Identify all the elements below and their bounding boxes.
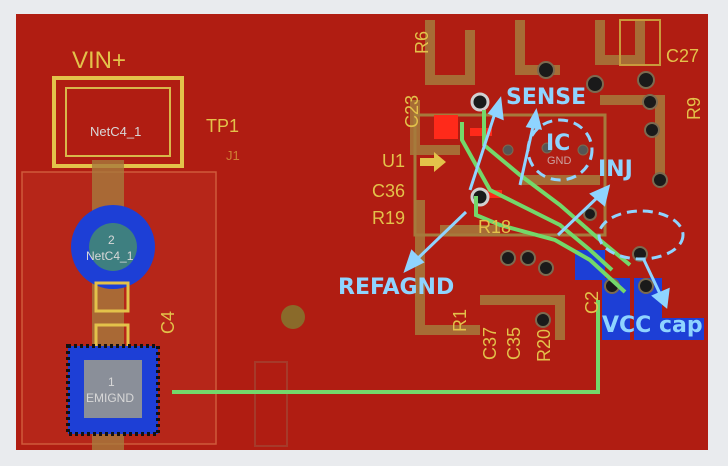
via [500, 250, 516, 266]
annotation-refagnd: REFAGND [338, 275, 454, 300]
annotation-ic: IC [546, 131, 570, 156]
annotation-inj: INJ [598, 157, 633, 182]
pad-label-emignd: EMIGND [86, 391, 134, 405]
via [637, 71, 655, 89]
pad-label-netc4-mid: NetC4_1 [86, 249, 134, 263]
arrowhead [589, 184, 611, 207]
pad-label-gnd: GND [547, 155, 572, 167]
silk-r18: R18 [478, 217, 511, 237]
c4-silk-mark-top [94, 281, 130, 313]
trace-sense [460, 122, 614, 272]
pad-label-netc4-top: NetC4_1 [90, 124, 141, 139]
via [541, 142, 553, 154]
arrowhead [525, 108, 543, 130]
pad-2-center [89, 223, 137, 271]
silk-r9: R9 [684, 97, 704, 120]
via [644, 122, 660, 138]
via [520, 250, 536, 266]
trace-refagnd [474, 196, 627, 294]
via [577, 144, 589, 156]
blue-pad-right [660, 318, 704, 340]
mounting-dot [281, 305, 305, 329]
via [638, 278, 654, 294]
arrowhead [651, 287, 670, 309]
silk-c4: C4 [158, 311, 178, 334]
annotation-vcc-cap: VCC cap [602, 313, 703, 338]
arrowhead [403, 249, 425, 273]
pad-1-inner [84, 360, 142, 418]
red-pad [434, 115, 458, 139]
silk-j1: J1 [226, 148, 240, 163]
arrow-sense-2 [518, 121, 536, 186]
arrow-vcc [642, 259, 664, 299]
component-outline-bottom [254, 361, 288, 447]
silk-c35: C35 [504, 327, 524, 360]
trace-emignd [172, 300, 600, 394]
vcc-highlight-ellipse [597, 209, 685, 261]
arrow-refagnd [412, 210, 468, 264]
green-traces [172, 110, 632, 394]
arrowhead [487, 96, 504, 121]
silk-vin-plus: VIN+ [72, 47, 126, 74]
silk-c36: C36 [372, 181, 405, 201]
ic-footprint [413, 113, 607, 237]
via [502, 144, 514, 156]
silk-r6: R6 [412, 31, 432, 54]
silk-r20: R20 [534, 329, 554, 362]
tp1-pad [65, 87, 171, 157]
via [586, 75, 604, 93]
silk-tp1: TP1 [206, 116, 239, 136]
via [538, 260, 554, 276]
silk-r1: R1 [450, 309, 470, 332]
via [583, 207, 597, 221]
red-pad-small-2 [480, 190, 502, 198]
trace-mid [482, 110, 632, 267]
silk-c27: C27 [666, 46, 699, 66]
pad-label-2: 2 [108, 233, 115, 247]
arrow-sense-1 [468, 109, 498, 191]
arrow-inj [556, 193, 602, 237]
silk-c23: C23 [402, 95, 422, 128]
via [652, 172, 668, 188]
annotation-sense: SENSE [506, 85, 586, 110]
via [642, 94, 658, 110]
silk-r19: R19 [372, 208, 405, 228]
silk-u1: U1 [382, 151, 405, 171]
pad-1-hatch [66, 344, 160, 436]
via [537, 61, 555, 79]
red-pad-small [470, 128, 492, 136]
u1-pin1-arrow [420, 152, 446, 172]
silk-c37: C37 [480, 327, 500, 360]
pad-label-1: 1 [108, 375, 115, 389]
silk-c2: C2 [582, 291, 602, 314]
via [535, 312, 551, 328]
c27-outline [619, 19, 661, 66]
via [470, 92, 490, 112]
annotation-arrows [403, 96, 670, 309]
